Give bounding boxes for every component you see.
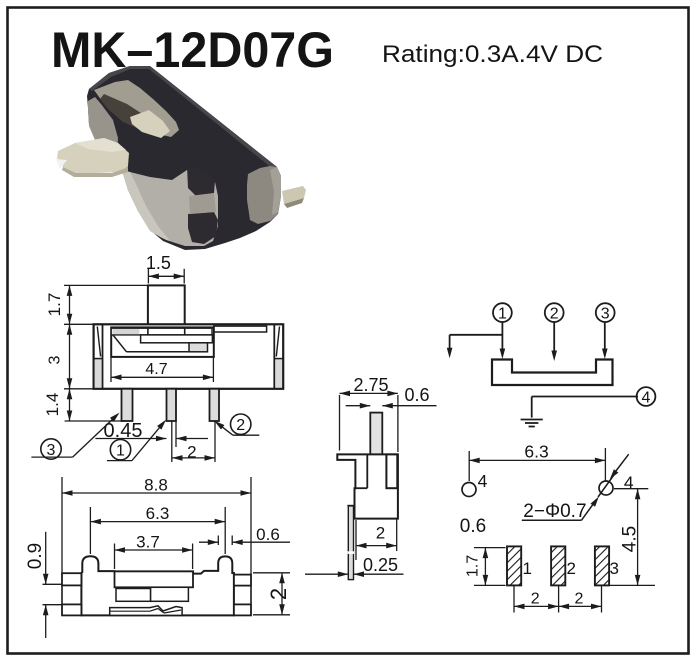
svg-text:MK–12D07G: MK–12D07G (51, 22, 334, 78)
svg-text:1: 1 (523, 559, 532, 578)
svg-text:4.5: 4.5 (620, 526, 641, 552)
svg-text:0.9: 0.9 (25, 543, 46, 569)
svg-text:2: 2 (236, 417, 245, 434)
svg-text:0.25: 0.25 (363, 555, 398, 575)
svg-text:2.75: 2.75 (353, 375, 388, 395)
svg-text:3: 3 (47, 442, 56, 459)
svg-text:4: 4 (478, 471, 488, 491)
svg-text:4: 4 (624, 473, 634, 493)
svg-text:1.7: 1.7 (465, 555, 482, 577)
svg-text:4: 4 (642, 389, 651, 406)
svg-text:8.8: 8.8 (144, 476, 168, 495)
svg-text:2: 2 (531, 590, 540, 607)
svg-text:0.6: 0.6 (256, 525, 280, 544)
svg-text:0.6: 0.6 (460, 516, 486, 537)
svg-text:1: 1 (116, 442, 125, 459)
svg-text:3: 3 (610, 559, 619, 578)
svg-text:2: 2 (550, 305, 559, 322)
svg-text:6.3: 6.3 (146, 504, 170, 523)
svg-text:0.6: 0.6 (404, 385, 429, 405)
svg-text:3: 3 (47, 355, 64, 364)
svg-text:2: 2 (376, 524, 385, 543)
svg-text:Rating:0.3A.4V DC: Rating:0.3A.4V DC (382, 41, 603, 68)
svg-text:1.5: 1.5 (146, 253, 171, 273)
svg-text:0.45: 0.45 (104, 420, 143, 442)
svg-text:2: 2 (187, 443, 196, 462)
svg-text:4.7: 4.7 (145, 361, 167, 378)
svg-text:2−Φ0.7: 2−Φ0.7 (523, 501, 586, 522)
svg-text:1: 1 (498, 305, 507, 322)
svg-text:2: 2 (266, 588, 291, 600)
svg-text:1.7: 1.7 (45, 293, 64, 317)
svg-text:3: 3 (601, 305, 610, 322)
svg-text:6.3: 6.3 (524, 442, 548, 462)
svg-text:3.7: 3.7 (136, 533, 160, 552)
svg-text:1.4: 1.4 (43, 393, 62, 417)
svg-text:2: 2 (575, 590, 584, 607)
svg-text:2: 2 (567, 559, 576, 578)
